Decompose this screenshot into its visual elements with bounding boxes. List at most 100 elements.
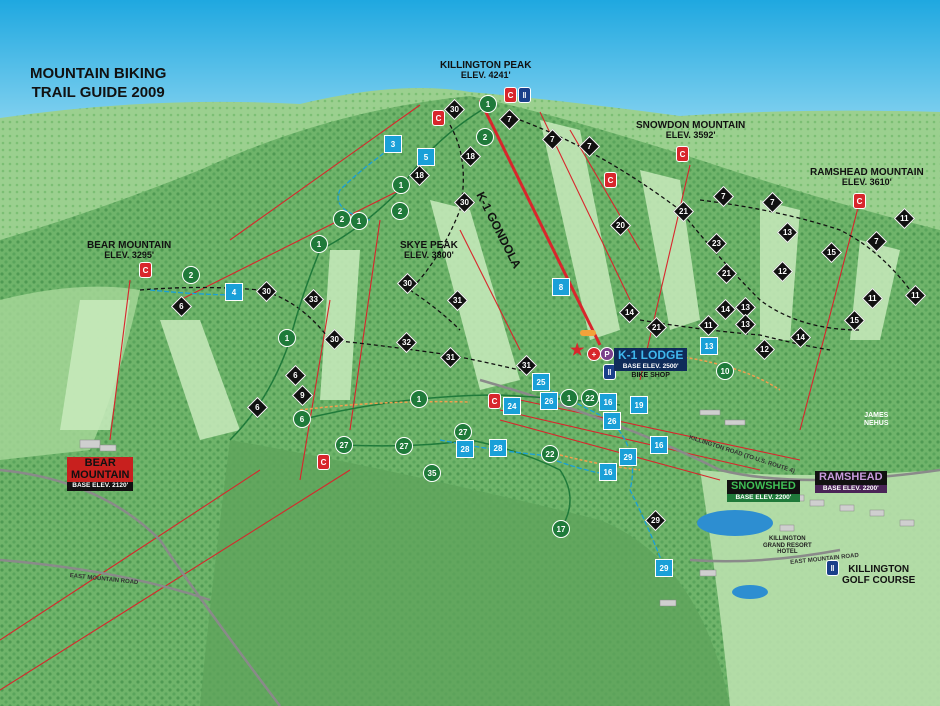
star-icon: ★	[570, 342, 585, 359]
trail-number: 9	[300, 390, 305, 400]
trail-number: 33	[309, 295, 318, 304]
parking-icon: P	[600, 347, 614, 361]
trail-number: 27	[339, 440, 349, 450]
trail-number: 2	[339, 214, 345, 224]
trail-number: 21	[652, 323, 661, 332]
trail-number: 13	[704, 341, 714, 351]
phone-icon: C	[504, 87, 517, 103]
trail-number: 11	[911, 291, 920, 300]
peak-elev: ELEV. 3295'	[104, 250, 155, 260]
blue-trail-marker: 26	[540, 392, 558, 410]
blue-trail-marker: 5	[417, 148, 435, 166]
trail-number: 3	[390, 139, 396, 149]
trail-number: 31	[522, 361, 531, 370]
blue-trail-marker: 13	[700, 337, 718, 355]
blue-trail-marker: 28	[489, 439, 507, 457]
map-title-line2: TRAIL GUIDE 2009	[31, 83, 165, 101]
trail-number: 25	[536, 377, 546, 387]
blue-trail-marker: 8	[552, 278, 570, 296]
trail-number: 31	[453, 296, 462, 305]
base-elev: BASE ELEV. 2120'	[67, 482, 134, 491]
golf-line2: GOLF COURSE	[842, 575, 916, 586]
trail-number: 1	[416, 394, 422, 404]
base-elev: BASE ELEV. 2500'	[614, 362, 688, 372]
trail-number: 2	[482, 132, 488, 142]
trail-number: 29	[623, 452, 633, 462]
peak-bear: BEAR MOUNTAIN ELEV. 3295'	[87, 240, 171, 261]
trail-number: 6	[293, 370, 298, 380]
blue-trail-marker: 3	[384, 135, 402, 153]
trail-number: 14	[625, 308, 634, 317]
trail-number: 18	[415, 171, 424, 180]
peak-elev: ELEV. 4241'	[460, 70, 511, 80]
trail-number: 15	[850, 316, 859, 325]
blue-trail-marker: 16	[599, 463, 617, 481]
restroom-icon: ‖	[826, 560, 839, 576]
trail-number: 6	[179, 301, 184, 311]
pond	[732, 585, 768, 599]
blue-trail-marker: 25	[532, 373, 550, 391]
trail-number: 12	[760, 345, 769, 354]
restroom-icon: ‖	[518, 87, 531, 103]
hotel-line2: GRAND RESORT	[763, 542, 812, 549]
green-trail-marker: 1	[410, 390, 428, 408]
green-trail-marker: 1	[278, 329, 296, 347]
trail-number: 26	[607, 416, 617, 426]
blue-trail-marker: 16	[650, 436, 668, 454]
buildings	[79, 409, 915, 607]
trail-number: 29	[651, 516, 660, 525]
blue-trail-marker: 29	[619, 448, 637, 466]
lower-forest	[200, 440, 730, 706]
base-snowshed: SNOWSHED BASE ELEV. 2200'	[727, 480, 800, 503]
trail-number: 14	[721, 305, 730, 314]
hotel-line1: KILLINGTON	[769, 536, 806, 542]
green-trail-marker: 2	[333, 210, 351, 228]
blue-trail-marker: 26	[603, 412, 621, 430]
trail-number: 8	[558, 282, 564, 292]
trail-number: 5	[423, 152, 429, 162]
james-line2: NEHUS	[864, 419, 889, 427]
trail-number: 20	[616, 221, 625, 230]
trail-number: 31	[446, 353, 455, 362]
base-name: K-1 LODGE	[614, 348, 688, 363]
peak-elev: ELEV. 3610'	[841, 177, 892, 187]
trail-number: 30	[460, 198, 469, 207]
trail-number: 2	[397, 206, 403, 216]
trail-number: 13	[783, 228, 792, 237]
peak-snowdon: SNOWDON MOUNTAIN ELEV. 3592'	[636, 120, 745, 141]
map-title: MOUNTAIN BIKING TRAIL GUIDE 2009	[30, 65, 166, 103]
green-trail-marker: 27	[454, 423, 472, 441]
trail-number: 22	[585, 393, 595, 403]
trail-number: 26	[544, 396, 554, 406]
base-elev: BASE ELEV. 2200'	[815, 484, 887, 494]
trail-number: 13	[741, 320, 750, 329]
green-trail-marker: 10	[716, 362, 734, 380]
trail-number: 7	[507, 114, 512, 124]
trail-number: 18	[466, 152, 475, 161]
blue-trail-marker: 19	[630, 396, 648, 414]
trail-number: 1	[398, 180, 404, 190]
trail-number: 1	[284, 333, 290, 343]
trail-number: 30	[450, 105, 459, 114]
phone-icon: C	[488, 393, 501, 409]
green-trail-marker: 27	[395, 437, 413, 455]
green-trail-marker: 1	[392, 176, 410, 194]
green-trail-marker: 22	[541, 445, 559, 463]
trail-number: 28	[460, 444, 470, 454]
base-elev: BASE ELEV. 2200'	[727, 493, 800, 503]
green-trail-marker: 1	[479, 95, 497, 113]
phone-icon: C	[604, 172, 617, 188]
trail-number: 7	[587, 141, 592, 151]
trail-number: 19	[634, 400, 644, 410]
golf-line1: KILLINGTON	[848, 564, 910, 575]
trail-number: 35	[427, 468, 437, 478]
peak-name: KILLINGTON PEAK	[440, 60, 532, 71]
trail-number: 11	[704, 321, 713, 330]
trail-number: 7	[721, 191, 726, 201]
trail-number: 1	[316, 239, 322, 249]
map-title-line1: MOUNTAIN BIKING	[30, 65, 167, 82]
first-aid-icon: +	[587, 347, 601, 361]
james-line1: JAMES	[864, 412, 889, 419]
